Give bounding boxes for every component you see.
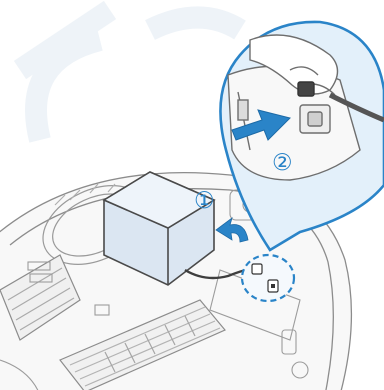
step-2-label: ② xyxy=(272,150,293,176)
connector-highlight xyxy=(242,255,294,301)
step-1-label: ① xyxy=(194,188,215,214)
watermark xyxy=(20,10,240,140)
